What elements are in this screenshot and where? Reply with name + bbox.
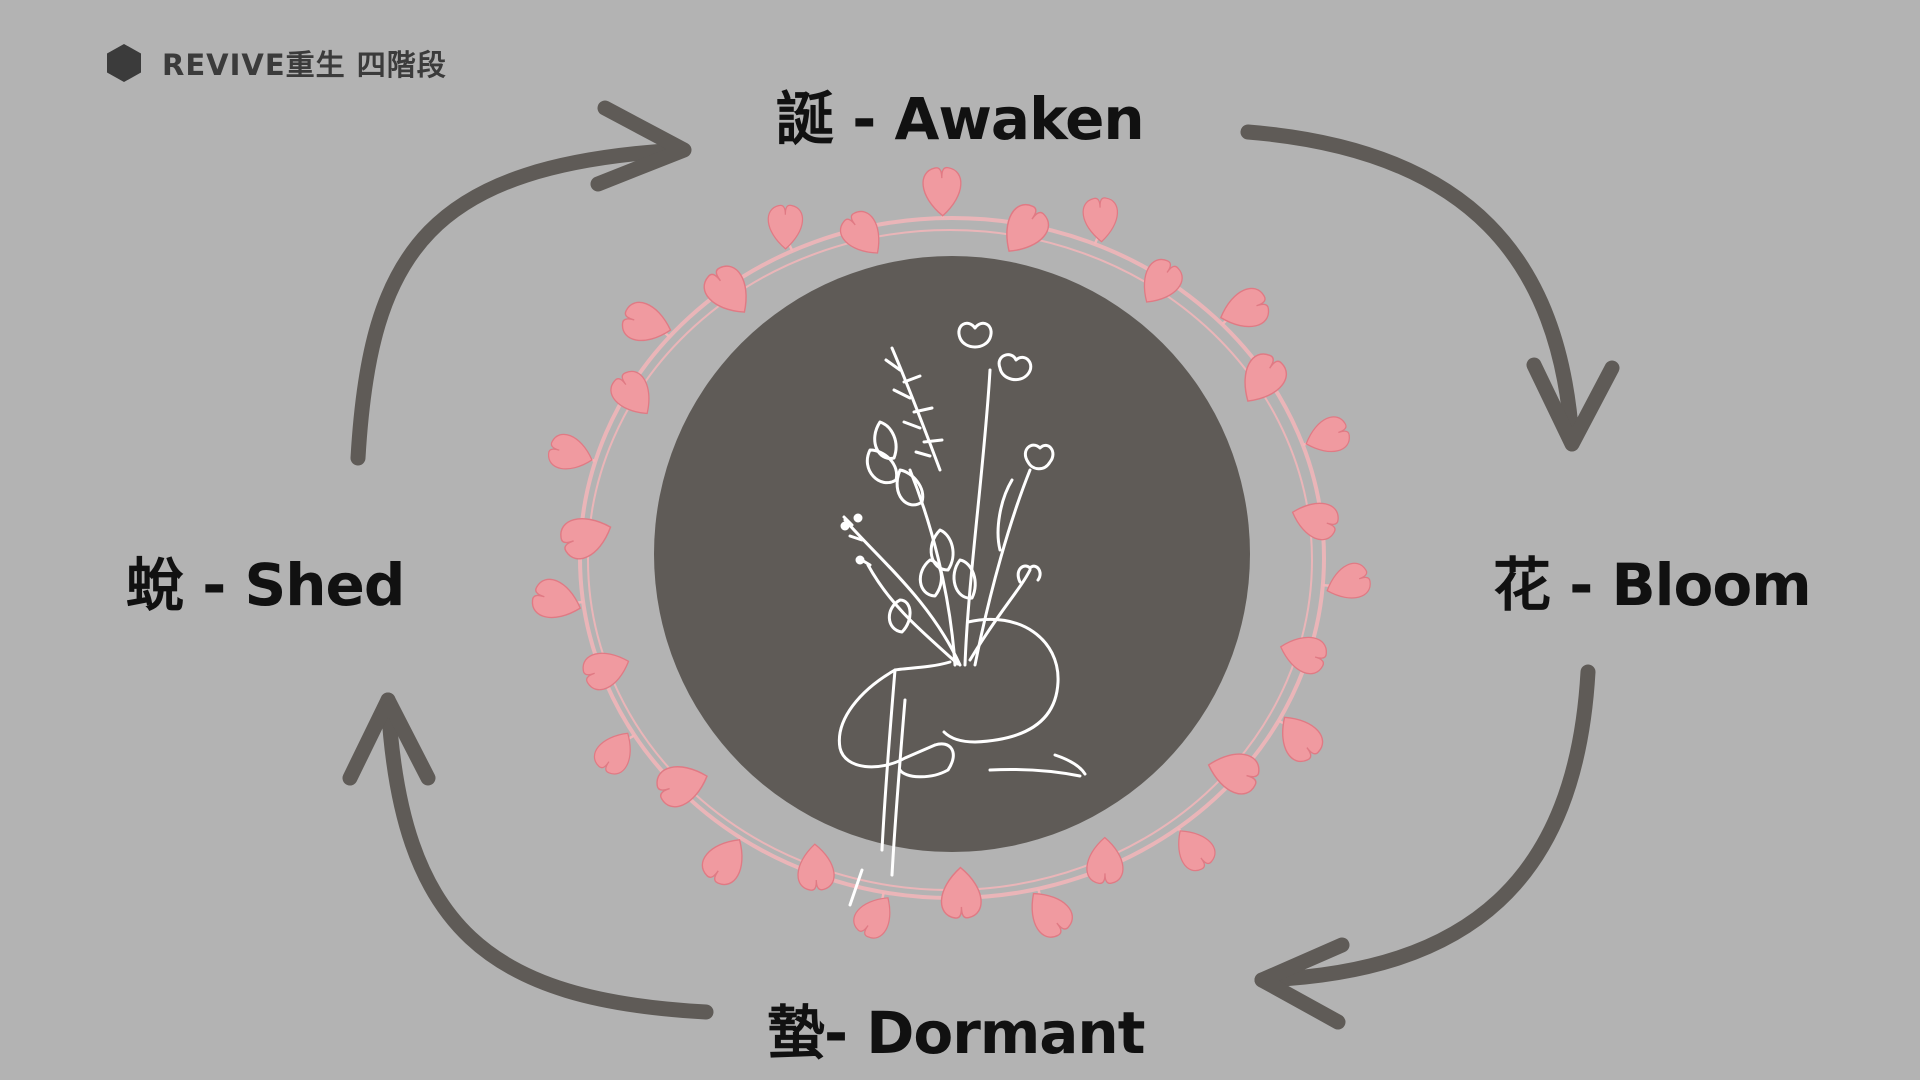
heart-icon	[1326, 562, 1371, 599]
heart-icon	[1279, 636, 1327, 675]
heart-icon	[797, 843, 835, 891]
heart-icon	[582, 652, 630, 691]
arrow-dormant-to-shed	[380, 692, 714, 1020]
heart-icon	[1006, 204, 1050, 252]
arrow-head-dormant-to-shed	[342, 692, 436, 786]
heart-icon	[1178, 830, 1216, 872]
hexagon-icon	[107, 44, 141, 82]
stage-label-dormant: 蟄- Dormant	[767, 999, 1145, 1067]
heart-icon	[1291, 502, 1339, 541]
heart-icon	[1086, 836, 1124, 885]
heart-icon	[853, 897, 891, 939]
stage-label-awaken: 誕 - Awaken	[776, 85, 1145, 153]
heart-icon	[1207, 753, 1260, 795]
brand-title: REVIVE重生 四階段	[162, 48, 447, 82]
brand-header: REVIVE重生 四階段	[106, 42, 447, 84]
heart-icon	[922, 166, 962, 217]
heart-icon	[610, 370, 650, 415]
arrow-head-awaken-to-bloom	[1526, 357, 1620, 452]
heart-icon	[839, 210, 880, 254]
heart-icon	[1082, 197, 1118, 243]
heart-icon	[531, 578, 582, 619]
heart-icon	[547, 433, 593, 470]
heart-icon	[940, 866, 982, 919]
arrow-head-shed-to-awaken	[590, 100, 692, 192]
arrow-head-bloom-to-dormant	[1254, 937, 1350, 1030]
arrow-shed-to-awaken	[350, 142, 688, 466]
stage-label-shed: 蛻 - Shed	[126, 551, 405, 619]
arrow-awaken-to-bloom	[1240, 124, 1580, 448]
heart-icon	[593, 732, 631, 775]
heart-icon	[1305, 416, 1350, 453]
heart-icon	[703, 265, 747, 313]
heart-icon	[656, 766, 708, 808]
stage-label-bloom: 花 - Bloom	[1493, 551, 1812, 619]
heart-icon	[767, 204, 804, 250]
heart-icon	[1282, 716, 1324, 763]
heart-icon	[560, 518, 612, 560]
flower-woman-line-art	[837, 321, 1087, 907]
arrow-bloom-to-dormant	[1254, 664, 1596, 988]
heart-icon	[701, 839, 743, 886]
heart-icon	[621, 301, 672, 342]
heart-icon	[1219, 287, 1270, 328]
heart-icon	[1143, 258, 1183, 303]
heart-icon	[1244, 353, 1288, 402]
heart-wreath	[531, 166, 1371, 939]
heart-icon	[1031, 892, 1074, 938]
